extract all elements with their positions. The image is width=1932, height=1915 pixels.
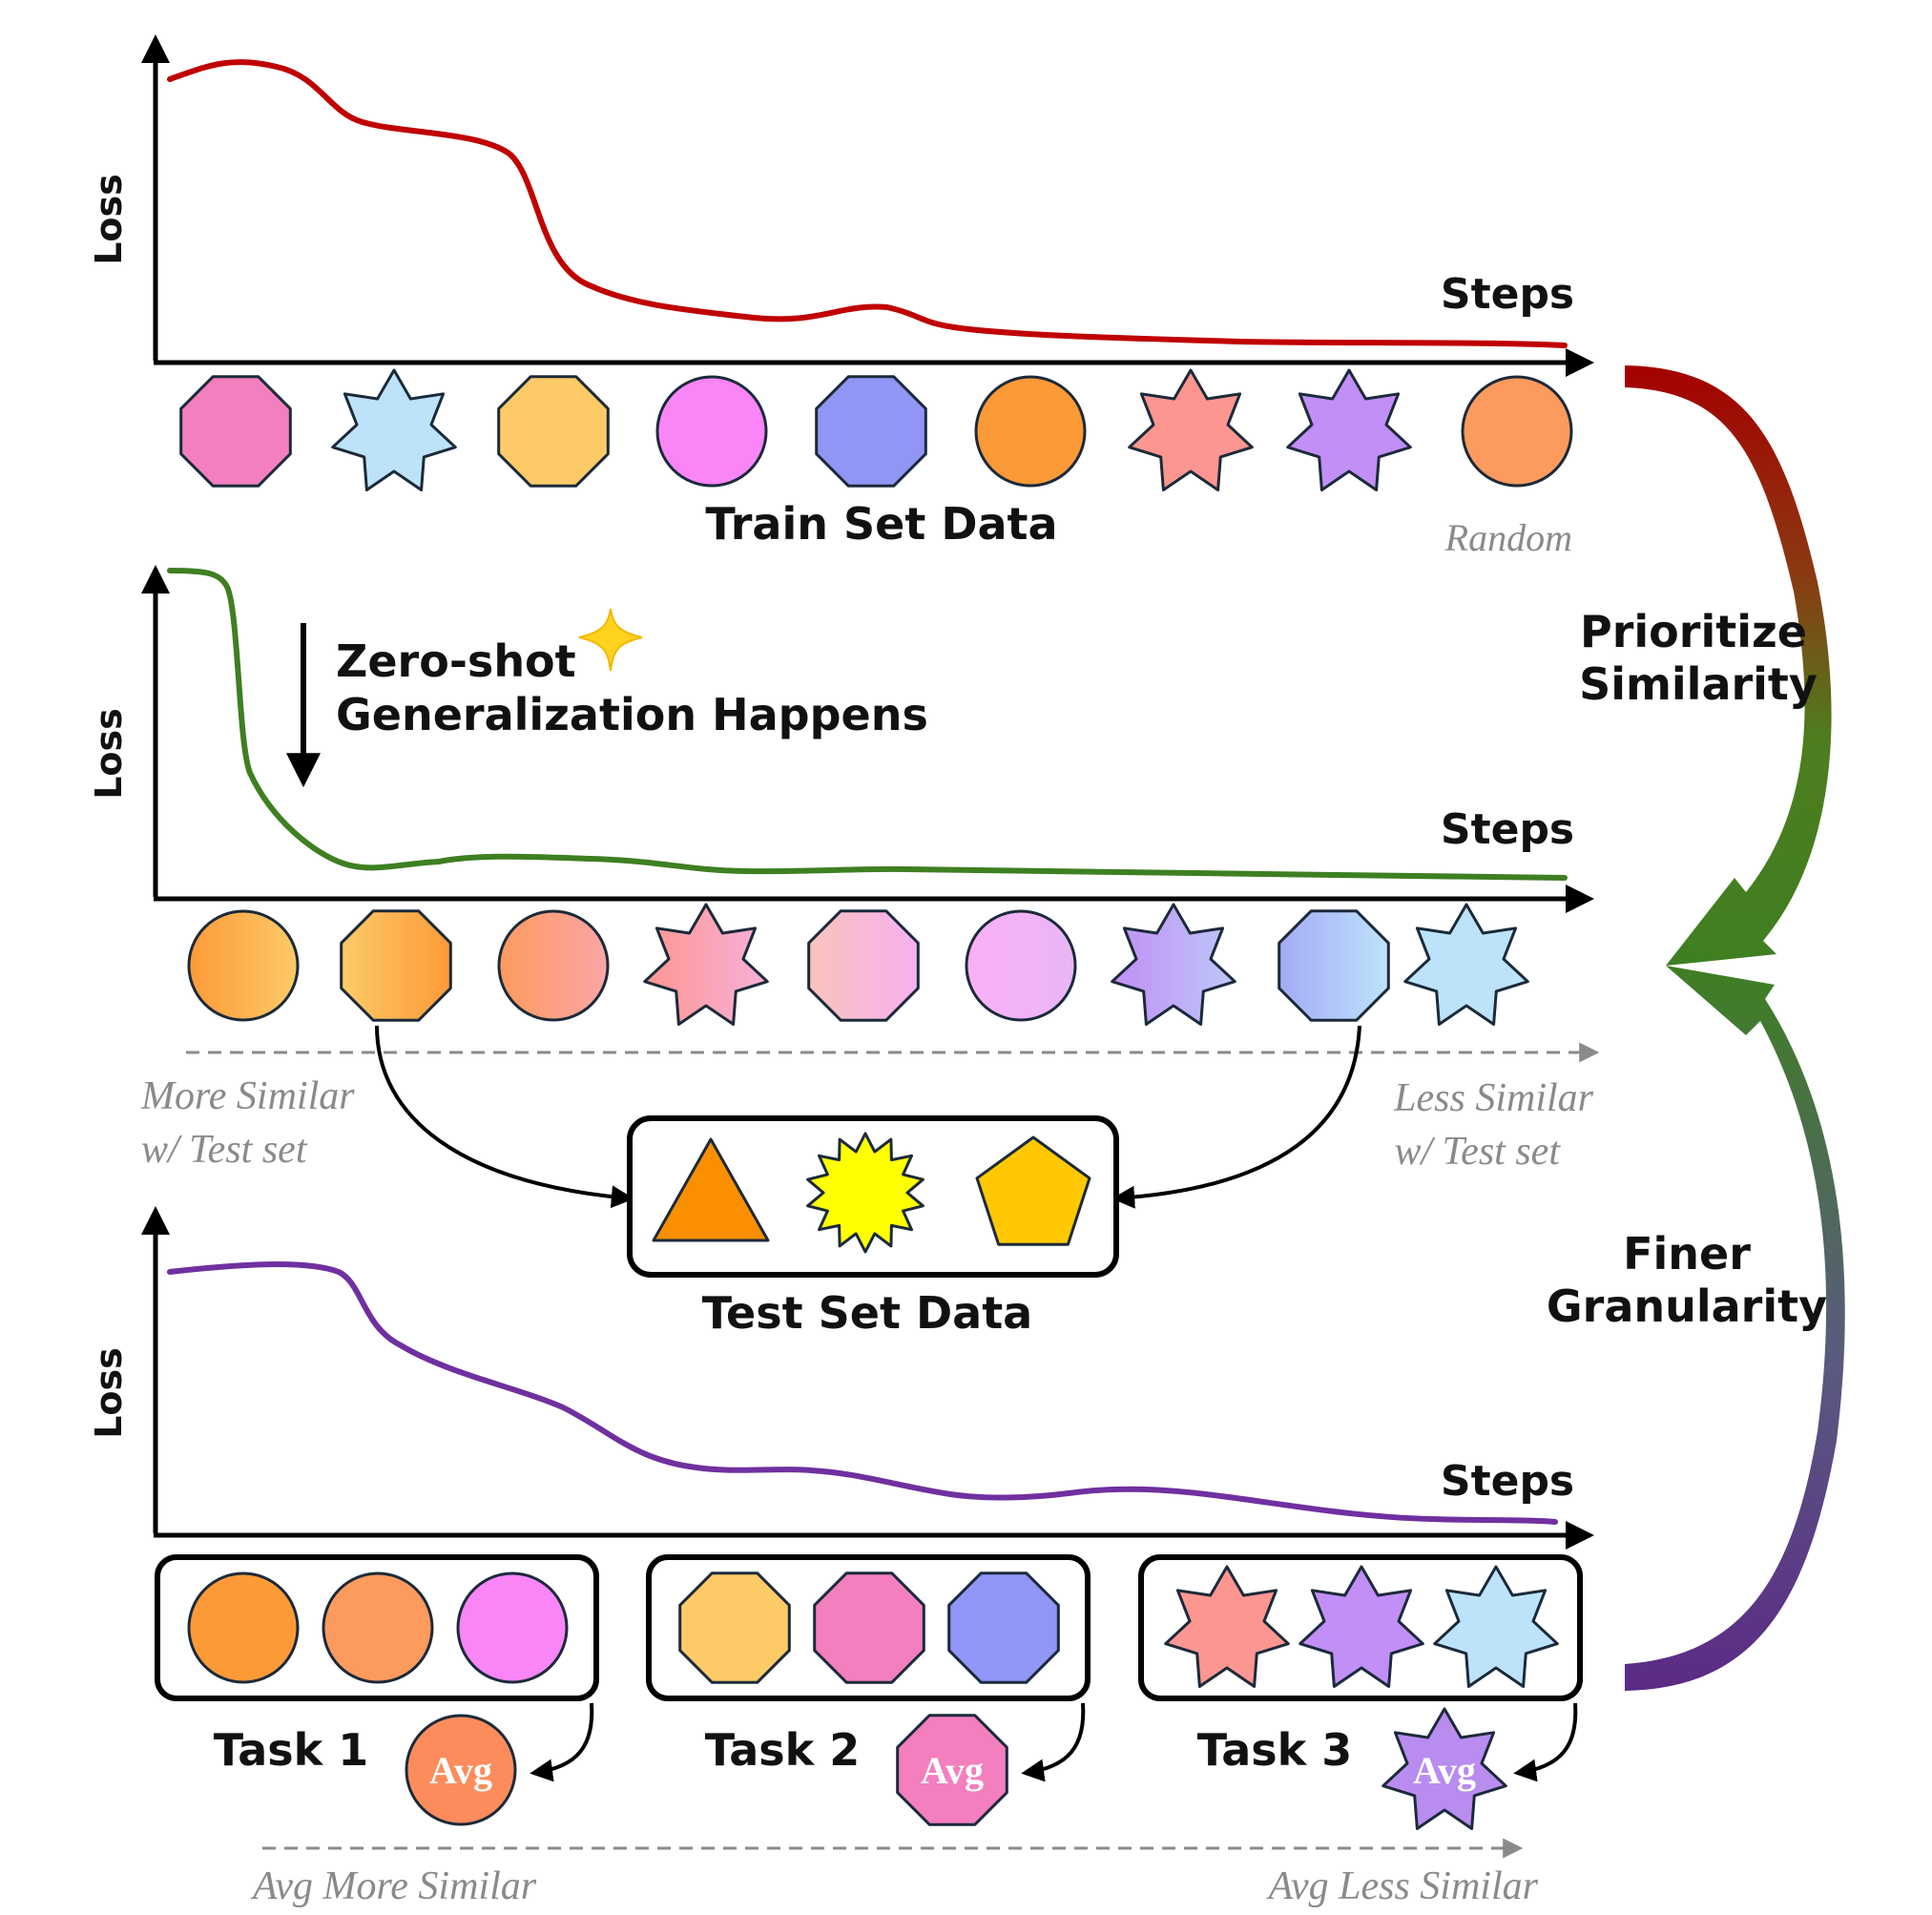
task-average-star7 bbox=[1381, 1707, 1507, 1830]
train-set-caption: Train Set Data bbox=[705, 498, 1057, 550]
train-sample-octagon bbox=[807, 909, 920, 1022]
train-sample-star7 bbox=[1403, 903, 1529, 1026]
prioritize-label-line1: Prioritize bbox=[1580, 606, 1807, 657]
finer-label-line1: Finer bbox=[1623, 1228, 1751, 1280]
task-sample-octagon bbox=[947, 1572, 1060, 1684]
prioritize-similarity-arrow bbox=[1625, 365, 1832, 966]
avg-less-similar-label: Avg Less Similar bbox=[1266, 1864, 1539, 1908]
test-set-caption: Test Set Data bbox=[702, 1287, 1032, 1339]
loss-curve-similarity bbox=[167, 568, 1568, 881]
train-sample-circle bbox=[497, 909, 610, 1022]
link-arrow-right bbox=[1111, 1025, 1361, 1209]
task-sample-circle bbox=[456, 1572, 569, 1684]
task-average-label: Avg bbox=[1413, 1749, 1476, 1792]
task-sample-star7 bbox=[1433, 1565, 1559, 1688]
train-shapes-random bbox=[179, 368, 1573, 491]
train-sample-star7 bbox=[1111, 903, 1236, 1026]
task-sample-circle bbox=[322, 1572, 434, 1684]
panel-random: Loss Steps Train Set Data Random bbox=[88, 34, 1594, 559]
task-group: Task 1 Avg bbox=[155, 1554, 599, 1826]
more-similar-label-line1: More Similar bbox=[140, 1074, 355, 1118]
task-sample-octagon bbox=[678, 1572, 791, 1684]
task-average-label: Avg bbox=[429, 1749, 492, 1792]
x-axis-label: Steps bbox=[1441, 805, 1574, 854]
average-arrow bbox=[1513, 1702, 1578, 1782]
train-sample-circle bbox=[965, 909, 1077, 1022]
task-group: Task 3 Avg bbox=[1138, 1554, 1583, 1830]
train-shapes-similarity bbox=[187, 903, 1529, 1026]
task-group: Task 2 Avg bbox=[646, 1554, 1091, 1826]
panel-similarity: Loss Steps Zero-shot Generalization Happ… bbox=[88, 565, 1600, 1209]
task-groups: Task 1 Avg Task 2 Avg Task 3 Avg bbox=[155, 1554, 1583, 1830]
train-sample-octagon bbox=[497, 375, 610, 488]
loss-curve-random bbox=[167, 59, 1568, 348]
y-axis-label: Loss bbox=[88, 1347, 130, 1439]
train-sample-octagon bbox=[179, 375, 292, 488]
less-similar-label-line2: w/ Test set bbox=[1395, 1130, 1562, 1174]
y-axis-label: Loss bbox=[88, 174, 130, 265]
x-axis-label: Steps bbox=[1441, 1457, 1574, 1506]
loss-curve-tasks bbox=[167, 1261, 1558, 1525]
task-label: Task 1 bbox=[214, 1724, 368, 1776]
train-sample-star7 bbox=[1128, 368, 1254, 491]
task-sample-octagon bbox=[813, 1572, 925, 1684]
prioritize-label-line2: Similarity bbox=[1579, 658, 1818, 710]
train-sample-octagon bbox=[340, 909, 452, 1022]
test-sample-pentagon bbox=[975, 1135, 1091, 1246]
train-sample-circle bbox=[187, 909, 300, 1022]
more-similar-label-line2: w/ Test set bbox=[141, 1128, 308, 1172]
x-axis-label: Steps bbox=[1441, 270, 1574, 319]
test-set: Test Set Data bbox=[627, 1115, 1119, 1339]
test-sample-triangle bbox=[652, 1137, 770, 1242]
zero-shot-annotation-line2: Generalization Happens bbox=[336, 689, 928, 740]
task-average-circle bbox=[405, 1714, 517, 1826]
zero-shot-annotation-line1: Zero-shot bbox=[336, 635, 576, 687]
sparkle-icon bbox=[578, 608, 643, 672]
task-label: Task 2 bbox=[705, 1724, 860, 1776]
average-arrow bbox=[1021, 1702, 1086, 1782]
task-label: Task 3 bbox=[1197, 1724, 1352, 1776]
finer-label-line2: Granularity bbox=[1547, 1280, 1827, 1332]
panel-tasks: Loss Steps Task 1 Avg Task 2 Avg Task 3 Avg A… bbox=[88, 1206, 1594, 1908]
train-sample-star7 bbox=[643, 903, 769, 1026]
test-shapes bbox=[652, 1132, 1091, 1254]
train-sample-octagon bbox=[1278, 909, 1390, 1022]
task-sample-star7 bbox=[1298, 1565, 1424, 1688]
task-average-octagon bbox=[896, 1714, 1008, 1826]
random-order-label: Random bbox=[1444, 516, 1572, 559]
test-sample-burst bbox=[806, 1132, 924, 1254]
task-sample-star7 bbox=[1164, 1565, 1290, 1688]
average-arrow bbox=[530, 1702, 594, 1782]
task-sample-circle bbox=[187, 1572, 300, 1684]
train-sample-octagon bbox=[815, 375, 927, 488]
avg-more-similar-label: Avg More Similar bbox=[250, 1864, 537, 1908]
less-similar-label-line1: Less Similar bbox=[1393, 1076, 1594, 1120]
y-axis-label: Loss bbox=[88, 708, 130, 800]
train-sample-circle bbox=[1461, 375, 1573, 488]
train-sample-circle bbox=[655, 375, 768, 488]
link-arrow-left bbox=[375, 1025, 634, 1209]
task-average-label: Avg bbox=[921, 1749, 984, 1792]
train-sample-star7 bbox=[331, 368, 457, 491]
train-sample-star7 bbox=[1286, 368, 1412, 491]
side-arrows: Prioritize Similarity Finer Granularity bbox=[1547, 365, 1845, 1691]
train-sample-circle bbox=[974, 375, 1087, 488]
